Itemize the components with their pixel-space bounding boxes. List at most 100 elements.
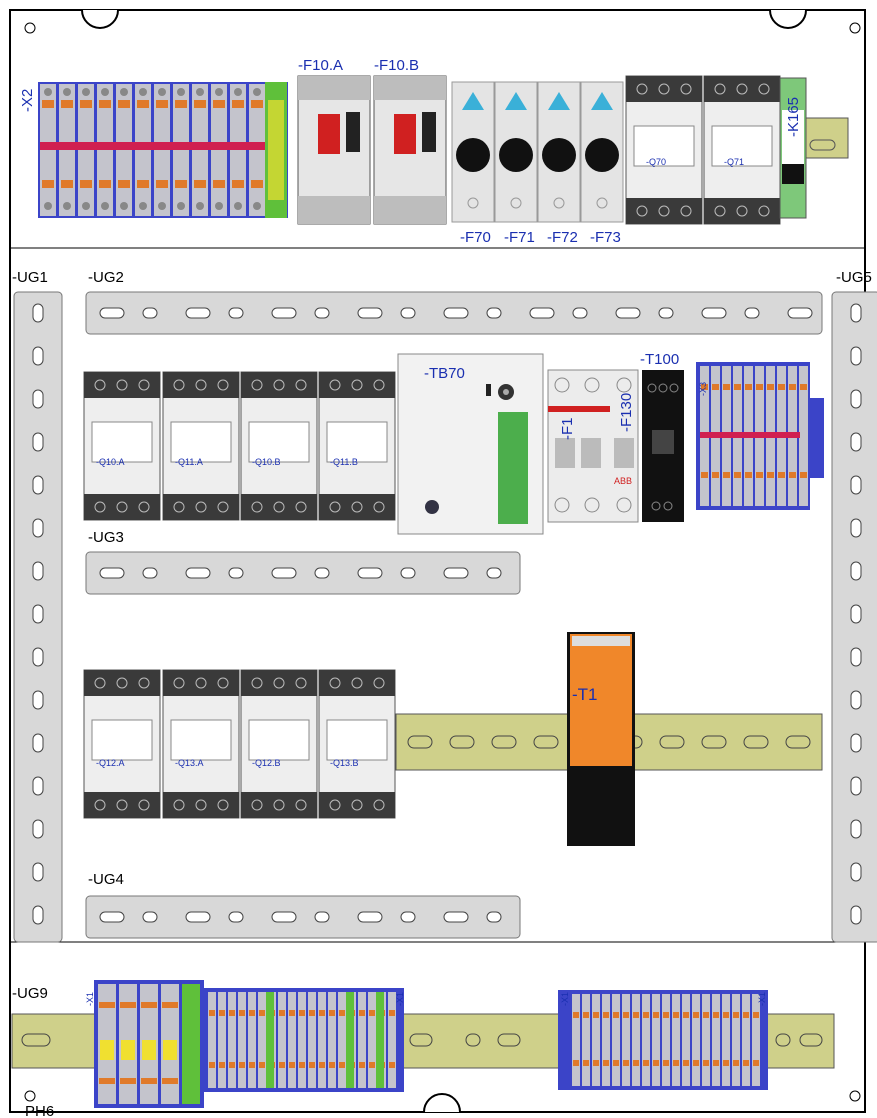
duct-slot: [486, 567, 502, 579]
terminal-orange: [289, 1062, 295, 1068]
contactor-screw: [195, 501, 207, 513]
terminal-orange: [156, 100, 168, 108]
duct-slot: [32, 389, 44, 409]
terminal-orange: [359, 1010, 365, 1016]
terminal-orange: [162, 1002, 178, 1008]
label-tb70: -TB70: [424, 365, 465, 382]
contactor-screw: [217, 677, 229, 689]
terminal: [712, 994, 720, 1086]
duct-slot: [314, 307, 330, 319]
terminal-orange: [789, 384, 796, 390]
terminal: [622, 994, 630, 1086]
terminal-orange: [329, 1062, 335, 1068]
contactor-top: [163, 372, 239, 398]
duct-slot: [529, 307, 555, 319]
terminal: [702, 994, 710, 1086]
contactor-top: [626, 76, 702, 102]
bridge: [700, 432, 800, 438]
label-ug9: -UG9: [12, 985, 48, 1002]
rail-slot: [21, 1033, 51, 1047]
terminal-orange: [573, 1060, 579, 1066]
terminal-orange: [753, 1060, 759, 1066]
rail-slot: [491, 735, 517, 749]
duct-slot: [32, 432, 44, 452]
duct-slot: [850, 475, 862, 495]
terminal-orange: [339, 1062, 345, 1068]
duct-slot: [850, 561, 862, 581]
contactor-screw: [329, 501, 341, 513]
terminal-screw: [196, 88, 204, 96]
contactor-screw: [138, 501, 150, 513]
terminal-orange: [175, 100, 187, 108]
duct-slot: [572, 307, 588, 319]
rail-slot: [497, 1033, 521, 1047]
duct-slot: [32, 475, 44, 495]
terminal-orange: [733, 1060, 739, 1066]
duct-slot: [357, 567, 383, 579]
contactor-screw: [714, 83, 726, 95]
terminal-orange: [194, 100, 206, 108]
contactor-screw: [736, 205, 748, 217]
terminal: [308, 992, 316, 1088]
label-f70: -F70: [460, 229, 491, 246]
contactor-screw: [758, 205, 770, 217]
mount-hole-br: [849, 1090, 861, 1102]
label-x1-right-a: -X1: [560, 992, 570, 1006]
label-ug1: -UG1: [12, 269, 48, 286]
terminal-orange: [693, 1012, 699, 1018]
label-f71: -F71: [504, 229, 535, 246]
duct-slot: [99, 567, 125, 579]
duct-slot: [486, 911, 502, 923]
duct-slot: [850, 690, 862, 710]
contactor-screw: [373, 379, 385, 391]
terminal-orange: [767, 384, 774, 390]
duct-slot: [400, 567, 416, 579]
duct-slot: [787, 307, 813, 319]
contactor-screw: [94, 799, 106, 811]
wire-duct-horizontal: [85, 551, 521, 595]
duct-slot: [228, 567, 244, 579]
terminal-orange: [703, 1060, 709, 1066]
contactor-screw: [251, 501, 263, 513]
mount-hole-tl: [24, 22, 36, 34]
terminal: [228, 992, 236, 1088]
terminal-orange: [120, 1002, 136, 1008]
power-supply-t1: [567, 632, 635, 846]
power-supply-t100: [642, 370, 684, 522]
hazard-label: [100, 1040, 114, 1060]
terminal: [752, 994, 760, 1086]
contactor-face: [91, 421, 153, 463]
terminal-block-x1-right: [558, 990, 768, 1090]
top-cutout-left: [81, 9, 119, 29]
terminal-orange: [209, 1010, 215, 1016]
fuse-indicator: [591, 92, 613, 110]
terminal-orange: [99, 100, 111, 108]
contactor-screw: [636, 205, 648, 217]
contactor-screw: [680, 205, 692, 217]
duct-slot: [271, 911, 297, 923]
contactor-screw: [138, 677, 150, 689]
duct-slot: [32, 690, 44, 710]
contactor-bottom: [84, 792, 160, 818]
terminal: [278, 992, 286, 1088]
duct-slot: [32, 862, 44, 882]
terminal-orange: [693, 1060, 699, 1066]
duct-slot: [443, 567, 469, 579]
contactor-screw: [295, 799, 307, 811]
terminal-orange: [623, 1060, 629, 1066]
terminal-orange: [194, 180, 206, 188]
contactor-screw: [251, 677, 263, 689]
duct-slot: [314, 911, 330, 923]
terminal-orange: [643, 1060, 649, 1066]
contactor-screw: [373, 501, 385, 513]
terminal-orange: [175, 180, 187, 188]
rail-slot: [449, 735, 475, 749]
contactor-screw: [273, 799, 285, 811]
terminal-screw: [139, 88, 147, 96]
contactor-screw: [173, 379, 185, 391]
terminal-orange: [701, 472, 708, 478]
fuse-indicator: [462, 92, 484, 110]
duct-slot: [400, 911, 416, 923]
fuse-indicator: [505, 92, 527, 110]
